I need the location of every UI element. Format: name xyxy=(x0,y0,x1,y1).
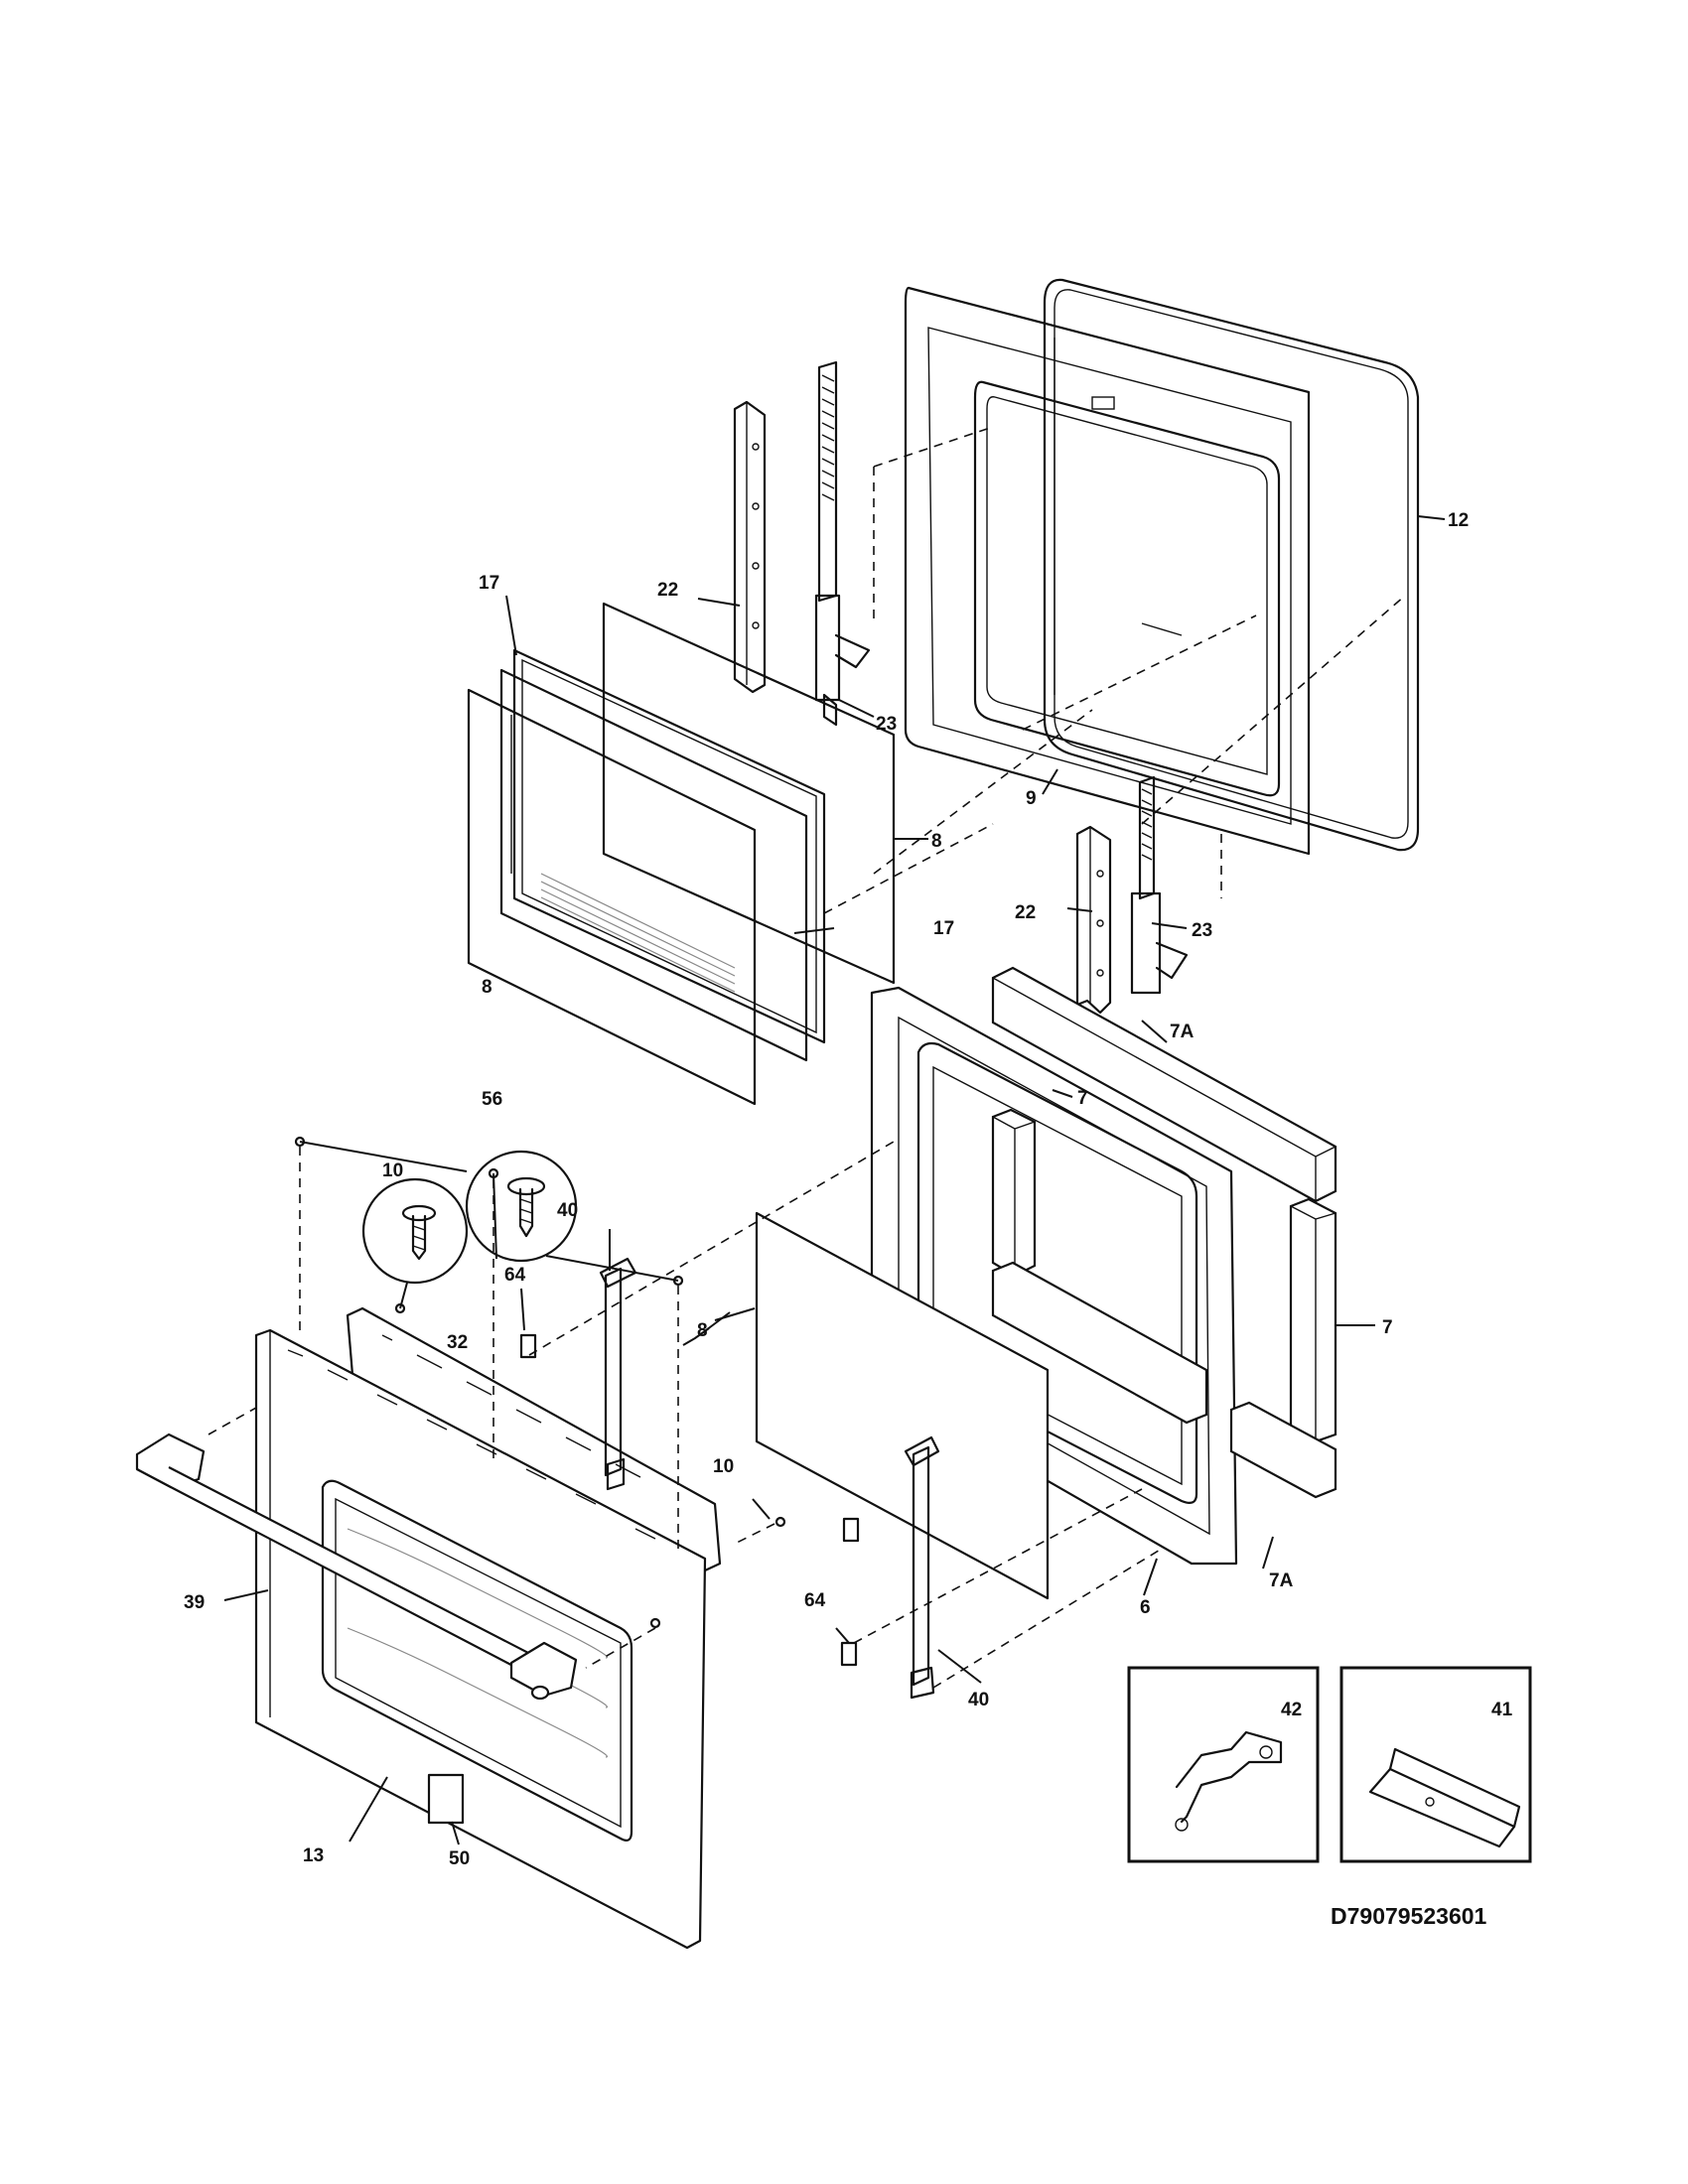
callout-8-right: 8 xyxy=(931,831,942,852)
callout-17-top: 17 xyxy=(479,573,499,594)
door-handle-part-39 xyxy=(135,1433,578,1701)
callout-64-lower: 64 xyxy=(804,1590,826,1611)
callout-23-upper: 23 xyxy=(876,714,897,735)
diagram-code: D79079523601 xyxy=(1331,1903,1487,1929)
door-liner-part-9 xyxy=(904,286,1311,856)
glass-retainer-part-40-right xyxy=(904,1435,940,1700)
bumper-part-64 xyxy=(519,1333,860,1667)
screw-detail-part-56 xyxy=(465,1150,578,1263)
callout-8-middle: 8 xyxy=(697,1320,708,1341)
detail-box-41-label: 41 xyxy=(1491,1700,1513,1720)
callout-13: 13 xyxy=(303,1845,324,1866)
insulation-part-7A-upper xyxy=(991,966,1337,1203)
callout-12: 12 xyxy=(1448,510,1469,531)
callout-8-left: 8 xyxy=(482,977,492,998)
label-part-50 xyxy=(427,1773,465,1825)
callout-10-lower: 10 xyxy=(713,1456,734,1477)
insulation-part-7A-lower xyxy=(1229,1401,1337,1499)
glass-pack-upper xyxy=(467,602,896,1106)
callout-7-right: 7 xyxy=(1382,1317,1393,1338)
insulation-part-7-mid xyxy=(991,1261,1208,1425)
glass-panel-part-8-middle xyxy=(755,1211,1050,1600)
callout-56: 56 xyxy=(482,1089,502,1110)
glass-panel-part-8-rear xyxy=(602,602,896,985)
callout-10-circle: 10 xyxy=(382,1160,403,1181)
hinge-part-23-upper xyxy=(814,360,871,727)
assembly-lines xyxy=(208,426,1406,1689)
callout-6: 6 xyxy=(1140,1597,1151,1618)
glass-retainer-part-40-left xyxy=(599,1257,637,1491)
glass-spacer-part-17 xyxy=(499,668,808,1062)
callout-9: 9 xyxy=(1026,788,1037,809)
insulation-part-7-left xyxy=(991,1108,1037,1278)
callout-22-lower: 22 xyxy=(1015,902,1036,923)
detail-leaders xyxy=(299,1141,679,1309)
callout-7-top: 7 xyxy=(1077,1088,1088,1109)
detail-box-42 xyxy=(1127,1666,1320,1863)
callout-40-lower: 40 xyxy=(968,1690,989,1710)
insulation-part-7-right xyxy=(1289,1197,1337,1443)
callout-50: 50 xyxy=(449,1848,470,1869)
callout-40-left: 40 xyxy=(557,1200,578,1221)
callout-32: 32 xyxy=(447,1332,468,1353)
callout-64-left: 64 xyxy=(504,1265,526,1286)
callout-7A-top: 7A xyxy=(1170,1022,1195,1042)
callout-22-upper: 22 xyxy=(657,580,678,601)
callout-17-lower: 17 xyxy=(933,918,954,939)
detail-box-42-label: 42 xyxy=(1281,1700,1302,1720)
hinge-receiver-part-22-upper xyxy=(733,400,767,694)
hinge-part-23-lower xyxy=(1130,775,1189,995)
callout-7A-bottom: 7A xyxy=(1269,1570,1294,1591)
hinge-receiver-part-22-lower xyxy=(1075,825,1112,1015)
door-gasket-part-12 xyxy=(1043,278,1420,852)
screw-detail-part-10 xyxy=(361,1177,469,1285)
callout-labels: 12 17 22 23 9 8 17 8 22 23 7A 56 7 10 40… xyxy=(184,510,1469,1869)
callout-23-lower: 23 xyxy=(1192,920,1212,941)
callout-leaders xyxy=(223,515,1446,1845)
glass-panel-part-8-front xyxy=(467,688,757,1106)
detail-box-41 xyxy=(1339,1666,1532,1863)
callout-39: 39 xyxy=(184,1592,205,1613)
